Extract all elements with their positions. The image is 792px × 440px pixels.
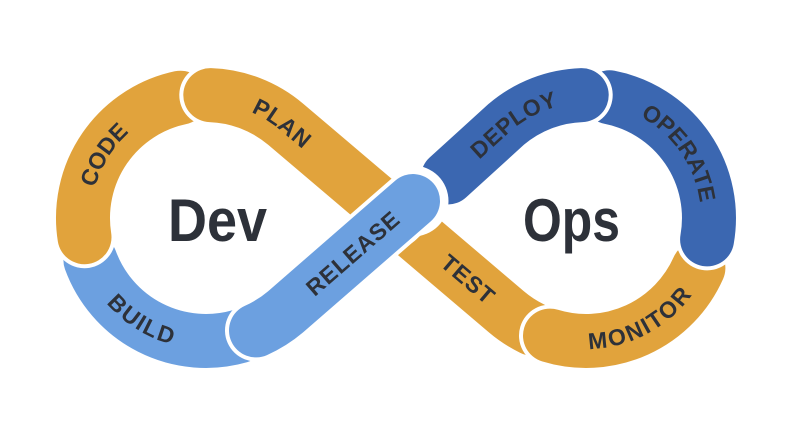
segment-build <box>59 229 271 372</box>
segment-plan <box>179 64 426 248</box>
segment-release <box>225 170 444 362</box>
segment-plan-band <box>183 68 422 244</box>
segment-monitor-band <box>523 241 726 368</box>
segment-code-band <box>56 70 208 265</box>
segment-release-band <box>229 174 440 358</box>
segment-build-band <box>63 233 267 368</box>
segment-operate-band <box>582 70 736 267</box>
segment-code <box>52 66 212 269</box>
dev-label: Dev <box>168 187 268 254</box>
segment-operate <box>578 66 740 271</box>
segment-deploy <box>416 64 613 209</box>
segment-monitor <box>519 237 730 372</box>
segment-deploy-band <box>420 68 609 205</box>
ops-label: Ops <box>523 187 620 254</box>
